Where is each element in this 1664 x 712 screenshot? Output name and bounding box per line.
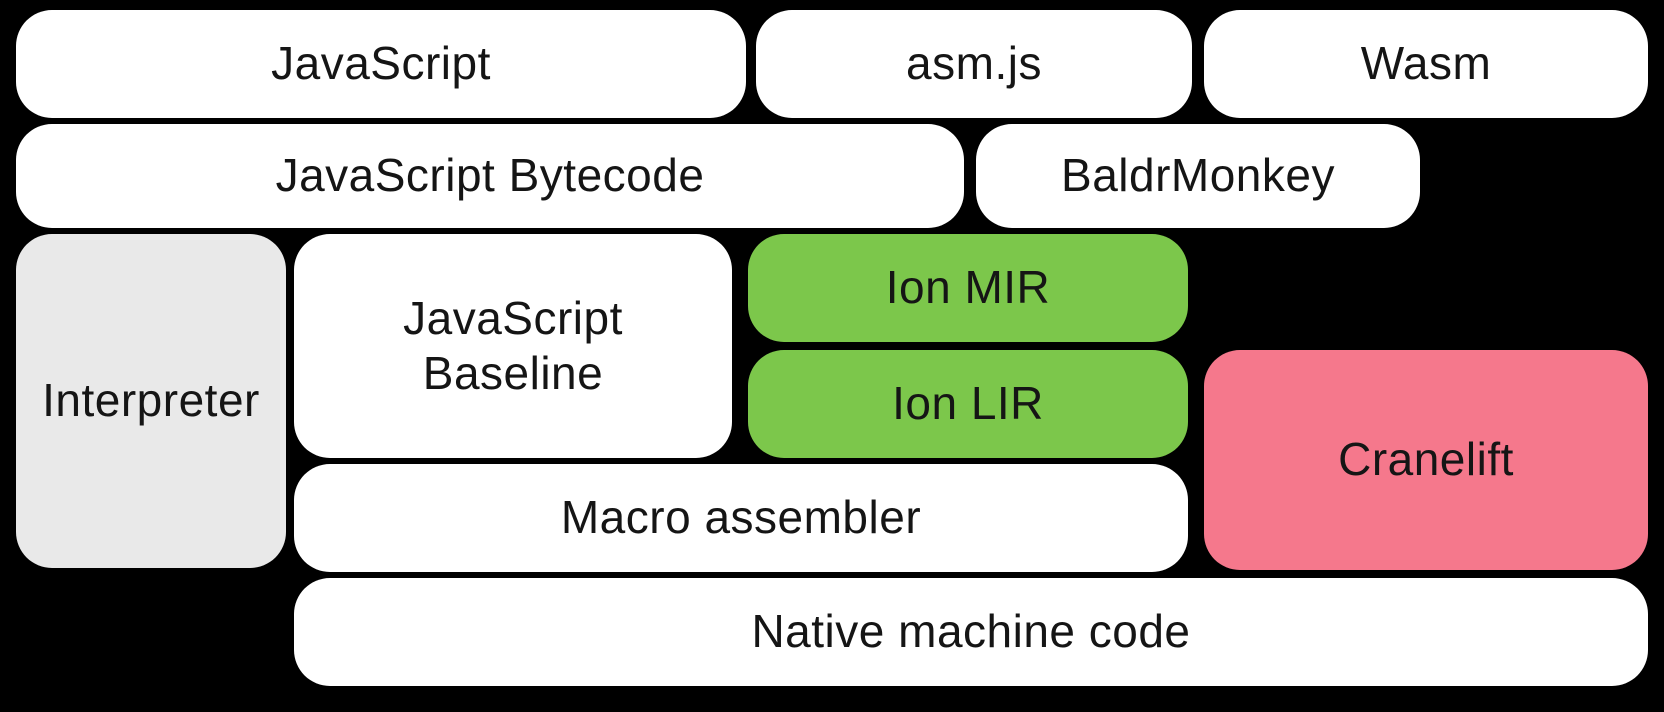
node-macro-assembler-label: Macro assembler (560, 491, 922, 544)
node-interpreter-label: Interpreter (42, 374, 260, 427)
node-cranelift: Cranelift (1204, 350, 1648, 570)
node-cranelift-label: Cranelift (1338, 433, 1514, 486)
node-ion-mir-label: Ion MIR (885, 261, 1051, 314)
node-javascript-bytecode-label: JavaScript Bytecode (275, 149, 705, 202)
node-wasm: Wasm (1204, 10, 1648, 118)
node-ion-mir: Ion MIR (748, 234, 1188, 342)
node-wasm-label: Wasm (1360, 37, 1492, 90)
node-ion-lir: Ion LIR (748, 350, 1188, 458)
node-native-machine-code-label: Native machine code (751, 605, 1191, 658)
node-ion-lir-label: Ion LIR (892, 377, 1044, 430)
node-javascript-bytecode: JavaScript Bytecode (16, 124, 964, 228)
node-macro-assembler: Macro assembler (294, 464, 1188, 572)
node-baldrmonkey: BaldrMonkey (976, 124, 1420, 228)
node-interpreter: Interpreter (16, 234, 286, 568)
node-baldrmonkey-label: BaldrMonkey (1061, 149, 1335, 202)
node-asmjs: asm.js (756, 10, 1192, 118)
node-native-machine-code: Native machine code (294, 578, 1648, 686)
node-asmjs-label: asm.js (906, 37, 1042, 90)
node-javascript-baseline-label: JavaScript Baseline (403, 291, 623, 399)
node-javascript: JavaScript (16, 10, 746, 118)
node-javascript-label: JavaScript (271, 37, 491, 90)
node-javascript-baseline: JavaScript Baseline (294, 234, 732, 458)
